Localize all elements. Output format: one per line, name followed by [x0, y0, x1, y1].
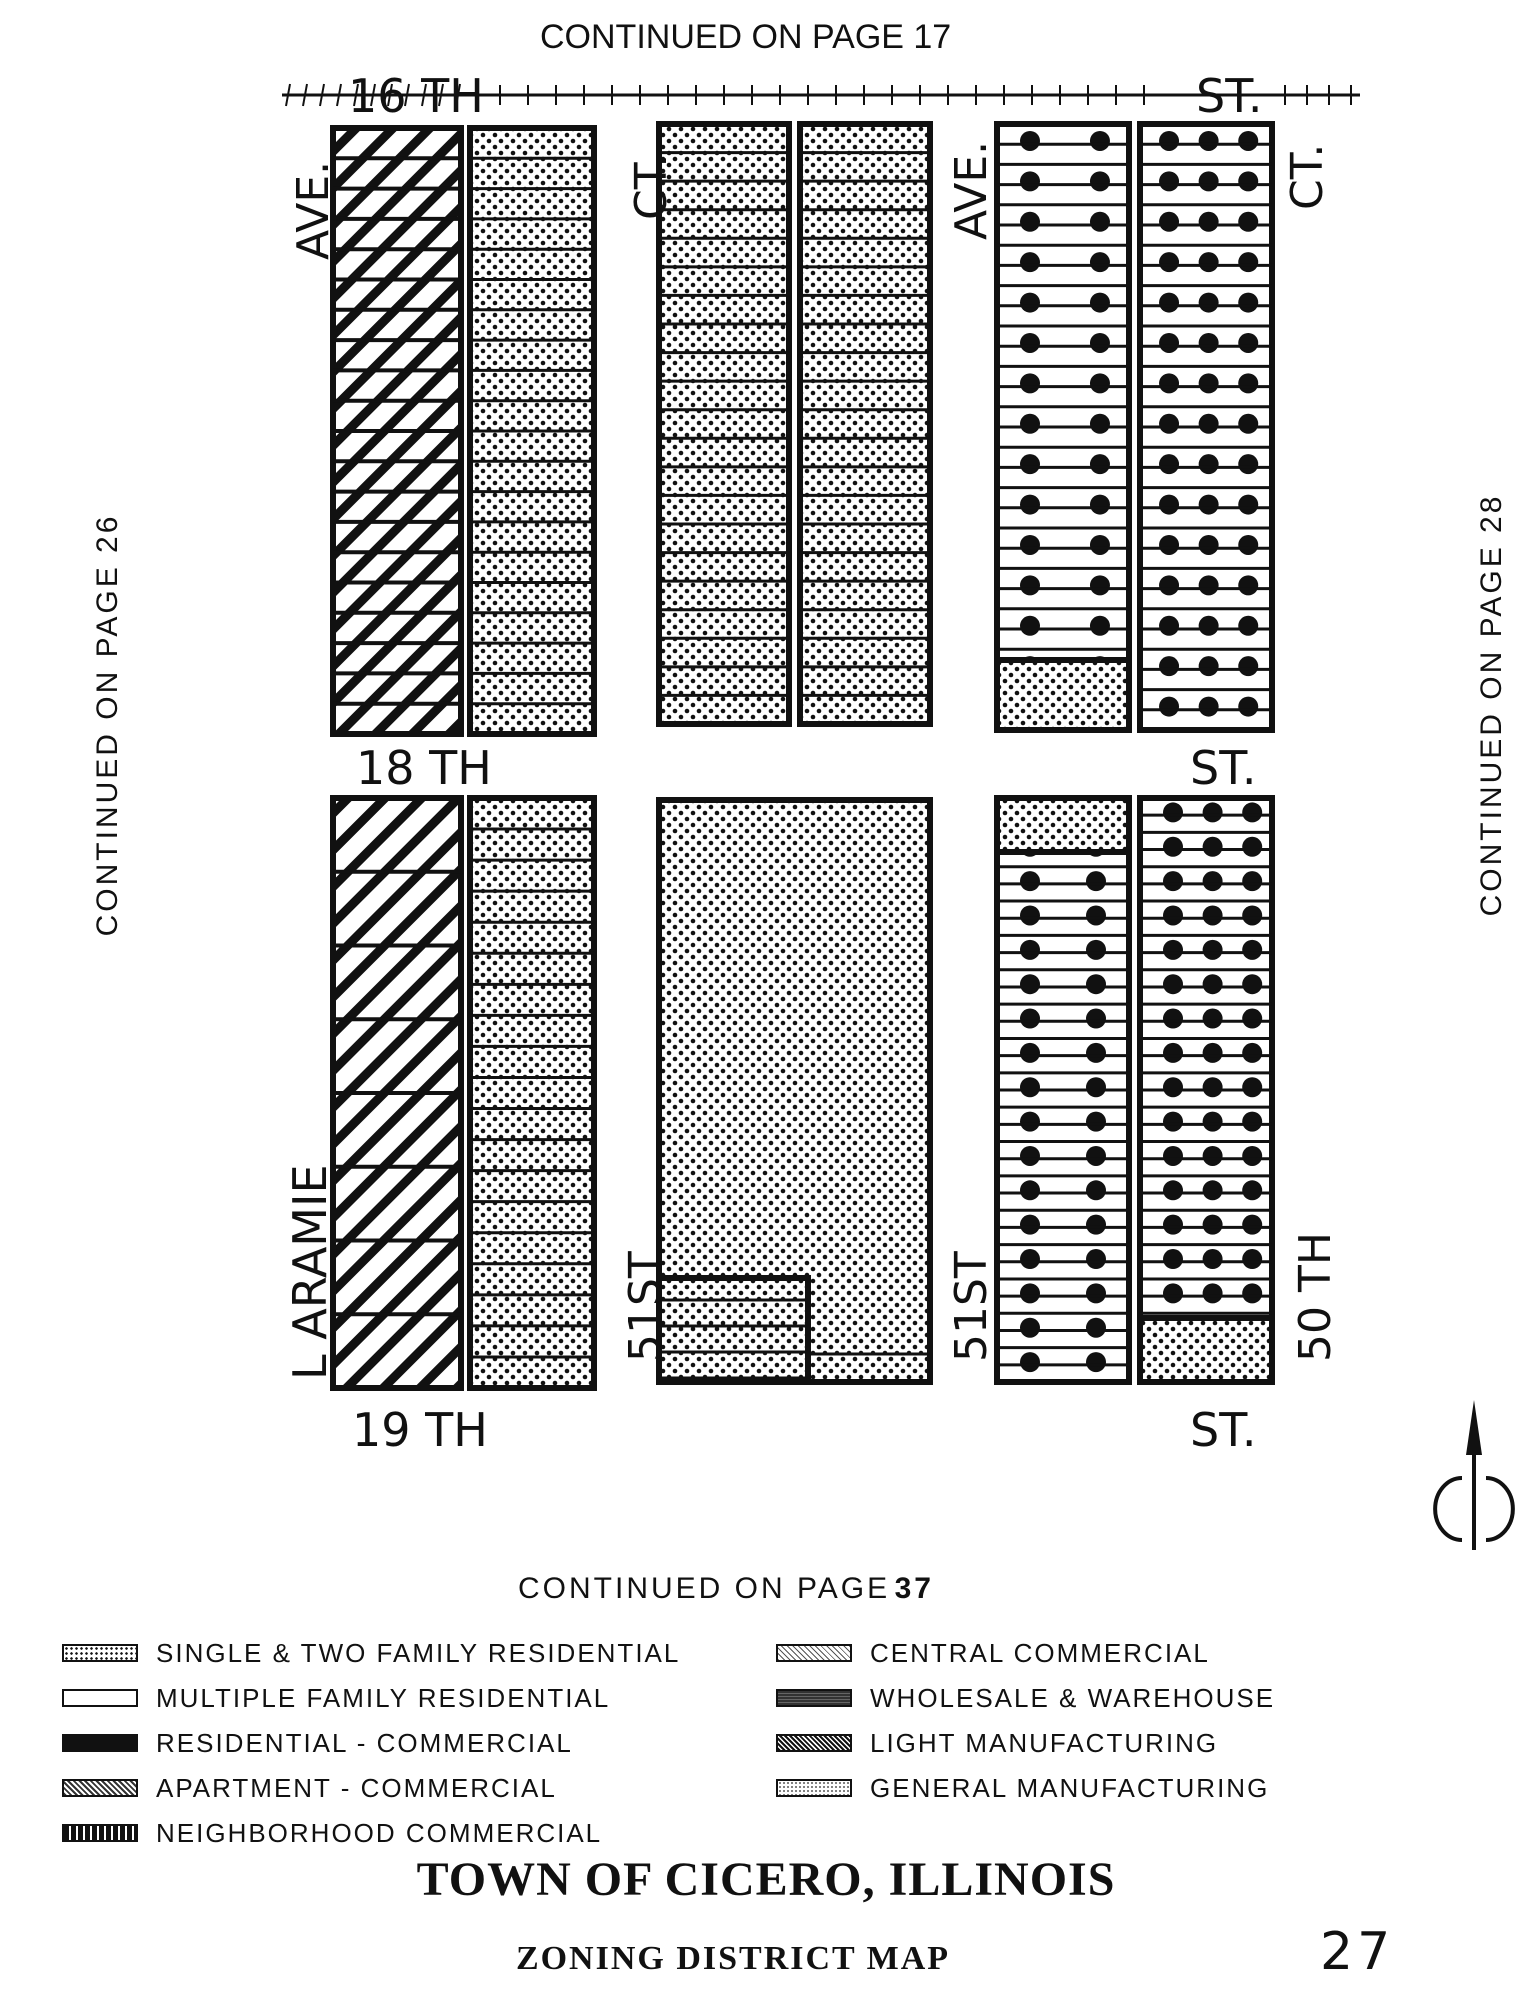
legend-item: WHOLESALE & WAREHOUSE — [776, 1681, 1275, 1715]
block-upper-3-east — [1137, 121, 1275, 733]
block-lower-3-east — [1137, 795, 1275, 1385]
legend-item: RESIDENTIAL - COMMERCIAL — [62, 1726, 573, 1760]
label-ct-right: CT. — [1282, 144, 1333, 210]
block-lower-3-west — [994, 795, 1132, 1385]
legend-label: NEIGHBORHOOD COMMERCIAL — [156, 1817, 603, 1848]
label-laramie-ave: L ARAMIE — [283, 1164, 337, 1380]
label-st-top: ST. — [1196, 69, 1262, 123]
legend-item: GENERAL MANUFACTURING — [776, 1771, 1269, 1805]
continued-bottom-page: 37 — [894, 1572, 934, 1605]
label-st-bottom: ST. — [1190, 1403, 1256, 1457]
legend-item: APARTMENT - COMMERCIAL — [62, 1771, 557, 1805]
map-title: TOWN OF CICERO, ILLINOIS — [416, 1853, 1116, 1906]
legend-item: MULTIPLE FAMILY RESIDENTIAL — [62, 1681, 610, 1715]
label-50th-ave: 50 TH — [1290, 1232, 1341, 1362]
label-ave-right: AVE. — [946, 141, 997, 240]
continued-bottom: CONTINUED ON PAGE 37 — [518, 1572, 934, 1606]
legend-swatch — [776, 1689, 852, 1707]
label-ave-left: AVE. — [288, 161, 339, 260]
legend-item: CENTRAL COMMERCIAL — [776, 1636, 1210, 1670]
legend-swatch — [62, 1824, 138, 1842]
label-st-mid: ST. — [1190, 741, 1256, 795]
north-arrow-icon — [1433, 1400, 1515, 1550]
legend-swatch — [776, 1779, 852, 1797]
legend-label: APARTMENT - COMMERCIAL — [156, 1772, 557, 1803]
legend-swatch — [776, 1734, 852, 1752]
legend-label: LIGHT MANUFACTURING — [870, 1727, 1219, 1758]
map-subtitle: ZONING DISTRICT MAP — [515, 1940, 951, 1977]
label-51st-a: 51ST — [620, 1251, 671, 1362]
label-19th-st: 19 TH — [352, 1403, 488, 1457]
legend-swatch — [62, 1644, 138, 1662]
legend-label: GENERAL MANUFACTURING — [870, 1772, 1270, 1803]
block-lower-1-east — [467, 795, 597, 1391]
legend-label: WHOLESALE & WAREHOUSE — [870, 1682, 1276, 1713]
sixteenth-street-line — [282, 83, 1360, 107]
legend-label: MULTIPLE FAMILY RESIDENTIAL — [156, 1682, 611, 1713]
legend-item: NEIGHBORHOOD COMMERCIAL — [62, 1816, 602, 1850]
legend-swatch — [776, 1644, 852, 1662]
legend-label: CENTRAL COMMERCIAL — [870, 1637, 1210, 1668]
legend-swatch — [62, 1734, 138, 1752]
continued-bottom-label: CONTINUED ON PAGE — [518, 1572, 891, 1605]
block-upper-2-east — [797, 121, 933, 727]
label-18th-st: 18 TH — [356, 741, 492, 795]
block-upper-1-west — [330, 125, 464, 737]
continued-top-label: CONTINUED ON PAGE 17 — [540, 18, 952, 56]
legend-label: SINGLE & TWO FAMILY RESIDENTIAL — [156, 1637, 681, 1668]
block-upper-1-east — [467, 125, 597, 737]
zoning-map: 16 TH ST. 18 TH ST. 19 TH ST. AVE. CT. A… — [282, 69, 1515, 1550]
legend-swatch — [62, 1779, 138, 1797]
legend-swatch — [62, 1689, 138, 1707]
block-upper-3-west — [994, 121, 1132, 733]
page-number: 27 — [1320, 1922, 1395, 1982]
label-51st-b: 51ST — [946, 1251, 997, 1362]
legend-label: RESIDENTIAL - COMMERCIAL — [156, 1727, 573, 1758]
block-upper-2-west — [656, 121, 792, 727]
legend-item: LIGHT MANUFACTURING — [776, 1726, 1218, 1760]
block-lower-1-west — [330, 795, 464, 1391]
legend-item: SINGLE & TWO FAMILY RESIDENTIAL — [62, 1636, 680, 1670]
label-ct-left: CT. — [626, 154, 677, 220]
label-16th-st: 16 TH — [348, 69, 484, 123]
block-lower-2 — [656, 797, 933, 1385]
